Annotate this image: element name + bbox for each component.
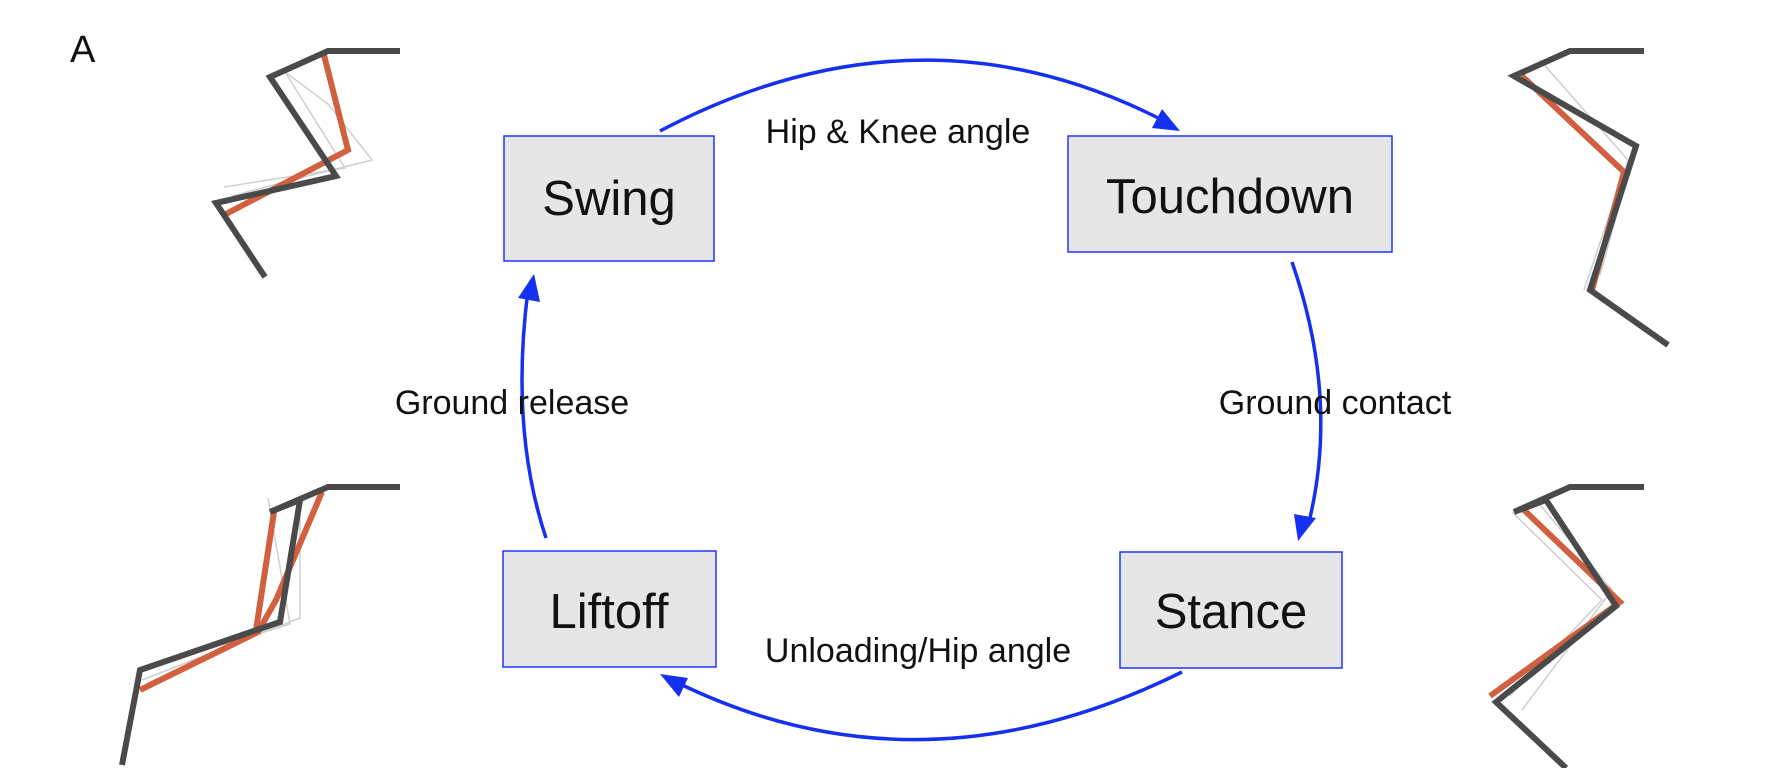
state-touchdown: Touchdown	[1067, 135, 1393, 253]
panel-label: A	[70, 29, 96, 71]
transition-label-liftoff-to-swing: Ground release	[395, 384, 629, 422]
leg-figure-liftoff	[119, 484, 400, 766]
arrow-swing-to-touchdown	[659, 58, 1180, 133]
state-touchdown-label: Touchdown	[1106, 170, 1354, 224]
transition-label-stance-to-liftoff: Unloading/Hip angle	[765, 632, 1071, 670]
transition-label-touchdown-to-stance: Ground contact	[1219, 384, 1452, 422]
transition-label-swing-to-touchdown: Hip & Knee angle	[766, 113, 1031, 151]
arrow-liftoff-to-swing	[518, 274, 548, 539]
state-swing-label: Swing	[542, 172, 675, 226]
leg-figure-stance	[1488, 484, 1644, 768]
leg-figure-swing	[211, 48, 400, 279]
leg-figure-touchdown	[1507, 48, 1670, 348]
arrow-touchdown-to-stance	[1290, 261, 1323, 541]
state-liftoff-label: Liftoff	[550, 585, 669, 639]
state-swing: Swing	[503, 135, 715, 262]
arrow-stance-to-liftoff	[660, 670, 1183, 742]
state-liftoff: Liftoff	[502, 550, 717, 668]
state-stance-label: Stance	[1155, 585, 1308, 639]
state-stance: Stance	[1119, 551, 1343, 669]
